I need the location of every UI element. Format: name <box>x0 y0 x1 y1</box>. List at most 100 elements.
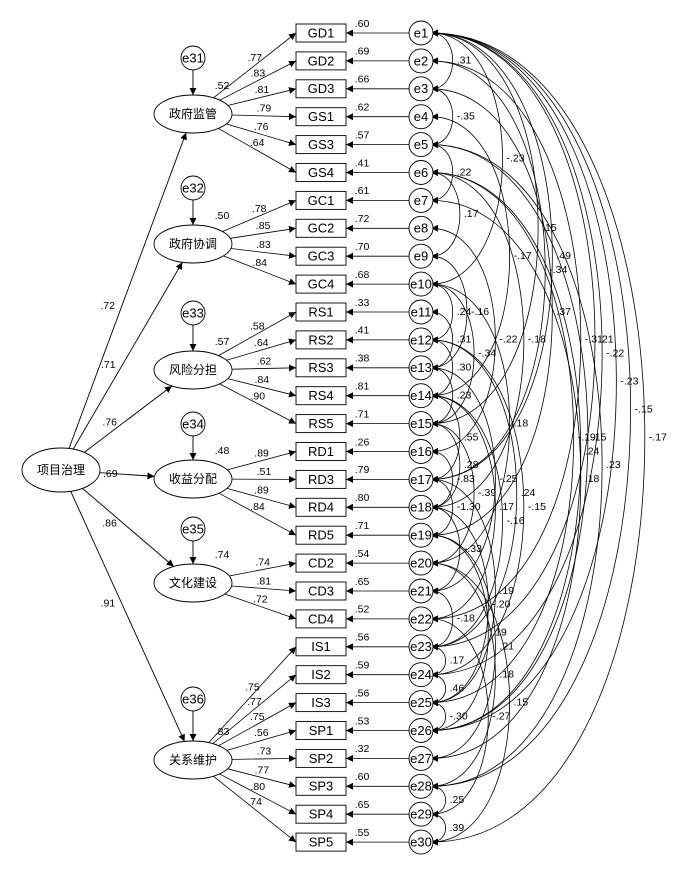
disturbance-label: e32 <box>182 180 204 195</box>
loading-value: .85 <box>256 220 271 232</box>
indicator-label: IS3 <box>311 695 331 710</box>
error-node <box>408 773 434 799</box>
error-label: e25 <box>410 695 432 710</box>
second-order-factor-node <box>21 447 101 493</box>
factor-label: 文化建设 <box>169 575 217 590</box>
loading-value: .58 <box>250 321 265 333</box>
indicator-box <box>295 330 347 350</box>
indicator-r2: .70 <box>355 241 370 253</box>
indicator-r2: .56 <box>355 632 370 644</box>
loading-value: .89 <box>254 447 269 459</box>
covariance-value: -1.30 <box>457 501 481 513</box>
indicator-r2: .26 <box>355 436 370 448</box>
indicator-label: GS4 <box>308 165 334 180</box>
indicator-box <box>295 721 347 740</box>
covariance-value: .24 <box>585 445 600 457</box>
covariance-value: .46 <box>450 682 465 694</box>
loading-path <box>213 32 297 99</box>
covariance-value: .17 <box>450 655 465 667</box>
error-node <box>408 160 434 185</box>
indicator-r2: .81 <box>355 380 370 392</box>
covariance-arc <box>430 141 603 790</box>
covariance-arc <box>430 559 510 846</box>
covariance-value: .30 <box>457 362 472 374</box>
covariance-value: -.27 <box>492 710 510 722</box>
covariance-arc <box>430 810 446 846</box>
indicator-box <box>295 469 347 489</box>
indicator-label: GS1 <box>308 109 334 124</box>
covariance-value: -.34 <box>549 264 567 276</box>
covariance-arc <box>430 587 453 651</box>
error-label: e8 <box>414 221 428 236</box>
covariance-value: .17 <box>464 208 479 220</box>
covariance-value: -.22 <box>606 348 624 360</box>
second-order-coef: .76 <box>102 416 117 428</box>
covariance-value: -.16 <box>471 306 489 318</box>
covariance-arc <box>430 643 446 679</box>
error-label: e9 <box>414 249 428 264</box>
loading-value: .84 <box>250 501 265 513</box>
disturbance-label: e35 <box>182 521 204 536</box>
loading-path <box>219 773 297 815</box>
disturbance-node <box>180 300 206 326</box>
disturbance-label: e33 <box>182 305 204 320</box>
indicator-label: RS5 <box>308 416 333 431</box>
covariance-arc <box>430 420 461 511</box>
loading-path <box>218 492 297 536</box>
loading-path <box>227 378 297 398</box>
error-label: e12 <box>410 332 432 347</box>
factor-label: 政府协调 <box>169 236 217 251</box>
covariance-arc <box>430 113 510 400</box>
covariance-value: -.18 <box>457 613 475 625</box>
indicator-box <box>295 442 347 461</box>
indicator-label: GS3 <box>308 137 334 152</box>
error-node <box>408 439 434 464</box>
indicator-r2: .53 <box>355 715 370 727</box>
disturbance-label: e31 <box>182 50 204 65</box>
error-label: e10 <box>410 277 432 292</box>
loading-path <box>222 199 297 232</box>
error-label: e6 <box>414 165 428 180</box>
covariance-arc <box>430 531 489 734</box>
covariance-value: -.83 <box>457 473 475 485</box>
covariance-value: -.34 <box>478 348 496 360</box>
indicator-r2: .71 <box>355 520 370 532</box>
covariance-value: .55 <box>464 431 479 443</box>
structural-paths <box>68 29 409 846</box>
error-node <box>408 578 434 604</box>
error-node <box>408 104 434 130</box>
covariance-value: -.30 <box>450 710 468 722</box>
loading-path <box>226 729 297 751</box>
indicator-r2: .68 <box>355 269 370 281</box>
error-node <box>408 606 434 632</box>
second-order-path <box>68 132 187 449</box>
disturbance-node <box>180 411 206 437</box>
indicator-label: RS4 <box>308 388 333 403</box>
covariance-arc <box>430 169 461 260</box>
loading-value: .77 <box>247 696 262 708</box>
covariance-arc <box>430 29 539 428</box>
indicator-label: RS2 <box>308 332 333 347</box>
error-node <box>408 662 434 688</box>
covariance-arc <box>430 448 453 511</box>
indicator-box <box>295 190 347 210</box>
indicator-label: GC3 <box>308 249 335 264</box>
covariance-value: -.18 <box>528 334 546 346</box>
error-node <box>408 466 434 492</box>
covariance-value: .19 <box>492 627 507 639</box>
loading-value: .83 <box>256 239 271 251</box>
error-label: e5 <box>414 137 428 152</box>
indicator-box <box>295 637 347 657</box>
indicator-box <box>295 414 347 434</box>
indicator-label: GC2 <box>308 221 335 236</box>
indicator-label: CD4 <box>308 611 334 626</box>
loading-path <box>218 702 297 747</box>
indicator-box <box>295 302 347 322</box>
second-order-path <box>99 472 155 480</box>
error-node <box>408 690 434 716</box>
second-order-path <box>72 262 183 450</box>
error-node <box>408 243 434 269</box>
covariance-value: -.25 <box>499 473 517 485</box>
indicator-box <box>295 748 347 768</box>
indicator-label: SP4 <box>309 807 334 822</box>
